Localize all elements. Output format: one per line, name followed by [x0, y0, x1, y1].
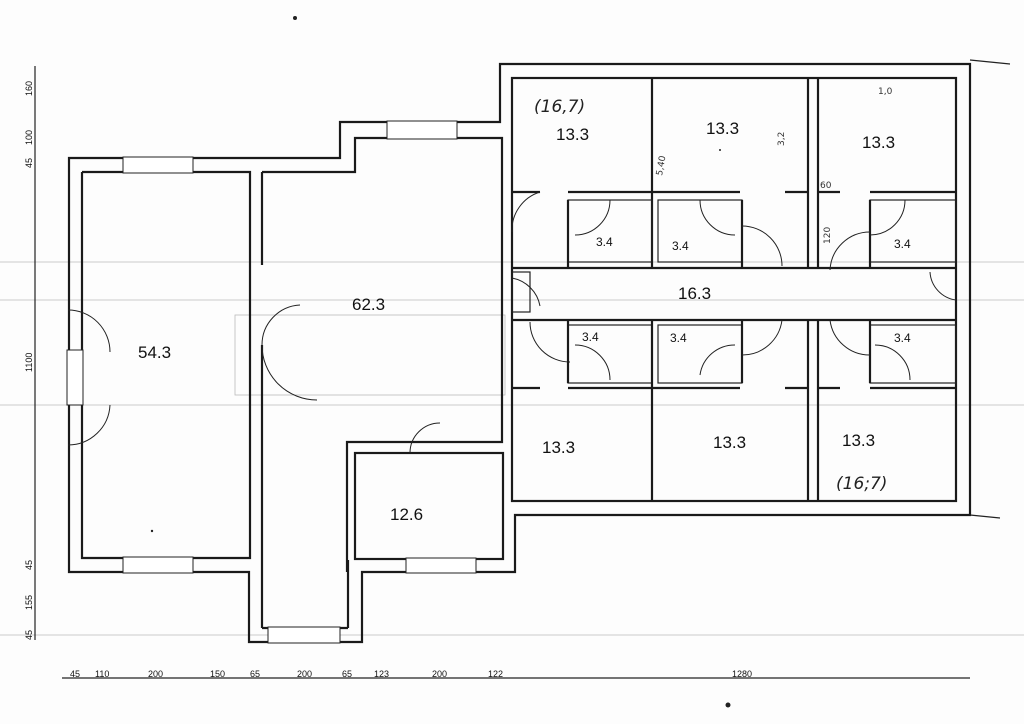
- bath-area-top-3: 3.4: [894, 237, 911, 251]
- room-area-bedroom-bottom-2: 13.3: [713, 433, 746, 452]
- handwritten-dim-5: 1,0: [878, 87, 893, 97]
- room-area-bedroom-bottom-3: 13.3: [842, 431, 875, 450]
- bath-area-bottom-1: 3.4: [582, 330, 599, 344]
- dim-left: 45: [24, 158, 34, 168]
- dim-left: 45: [24, 560, 34, 570]
- room-labels: 54.3 62.3 12.6 16.3 13.3 13.3 13.3 13.3 …: [138, 119, 911, 524]
- dim-left: 100: [24, 130, 34, 145]
- bath-area-bottom-3: 3.4: [894, 331, 911, 345]
- handwritten-note-top: (16,7): [534, 97, 585, 117]
- handwritten-notes: (16,7) (16;7) 5,40 3,2 60 120 1,0: [534, 87, 893, 494]
- dim-bottom: 65: [250, 669, 260, 679]
- dim-bottom: 110: [95, 669, 109, 679]
- dim-bottom: 200: [432, 669, 447, 679]
- scan-specks: [150, 16, 731, 708]
- dimension-text-left: 160 100 45 1100 45 155 45: [24, 81, 34, 640]
- dim-bottom: 45: [70, 669, 80, 679]
- room-area-hall: 62.3: [352, 295, 385, 314]
- dim-left: 1100: [24, 353, 34, 372]
- dim-left: 45: [24, 630, 34, 640]
- room-area-bedroom-top-2: 13.3: [706, 119, 739, 138]
- handwritten-dim-2: 3,2: [777, 132, 787, 146]
- bath-area-top-2: 3.4: [672, 239, 689, 253]
- bath-area-top-1: 3.4: [596, 235, 613, 249]
- dim-bottom: 123: [374, 669, 389, 679]
- dim-bottom: 200: [148, 669, 163, 679]
- dim-bottom: 122: [488, 669, 503, 679]
- windows: [66, 120, 477, 644]
- dim-left: 160: [24, 81, 34, 96]
- dimension-lines: [34, 59, 1011, 679]
- handwritten-note-bottom: (16;7): [836, 474, 887, 494]
- handwritten-dim-4: 120: [823, 227, 833, 244]
- doors: [67, 191, 957, 454]
- dim-bottom: 1280: [732, 669, 752, 679]
- room-area-storage: 12.6: [390, 505, 423, 524]
- dim-bottom: 200: [297, 669, 312, 679]
- dimension-text-bottom: 45 110 200 150 65 200 65 123 200 122 128…: [70, 669, 752, 679]
- bath-area-bottom-2: 3.4: [670, 331, 687, 345]
- handwritten-dim-3: 60: [820, 181, 832, 191]
- room-area-bedroom-bottom-1: 13.3: [542, 438, 575, 457]
- dim-bottom: 150: [210, 669, 225, 679]
- room-area-living: 54.3: [138, 343, 171, 362]
- outer-walls: [67, 62, 972, 644]
- dim-bottom: 65: [342, 669, 352, 679]
- dim-left: 155: [24, 595, 34, 610]
- room-area-corridor: 16.3: [678, 284, 711, 303]
- handwritten-dim-1: 5,40: [655, 155, 668, 177]
- room-area-bedroom-top-3: 13.3: [862, 133, 895, 152]
- room-area-bedroom-top-1: 13.3: [556, 125, 589, 144]
